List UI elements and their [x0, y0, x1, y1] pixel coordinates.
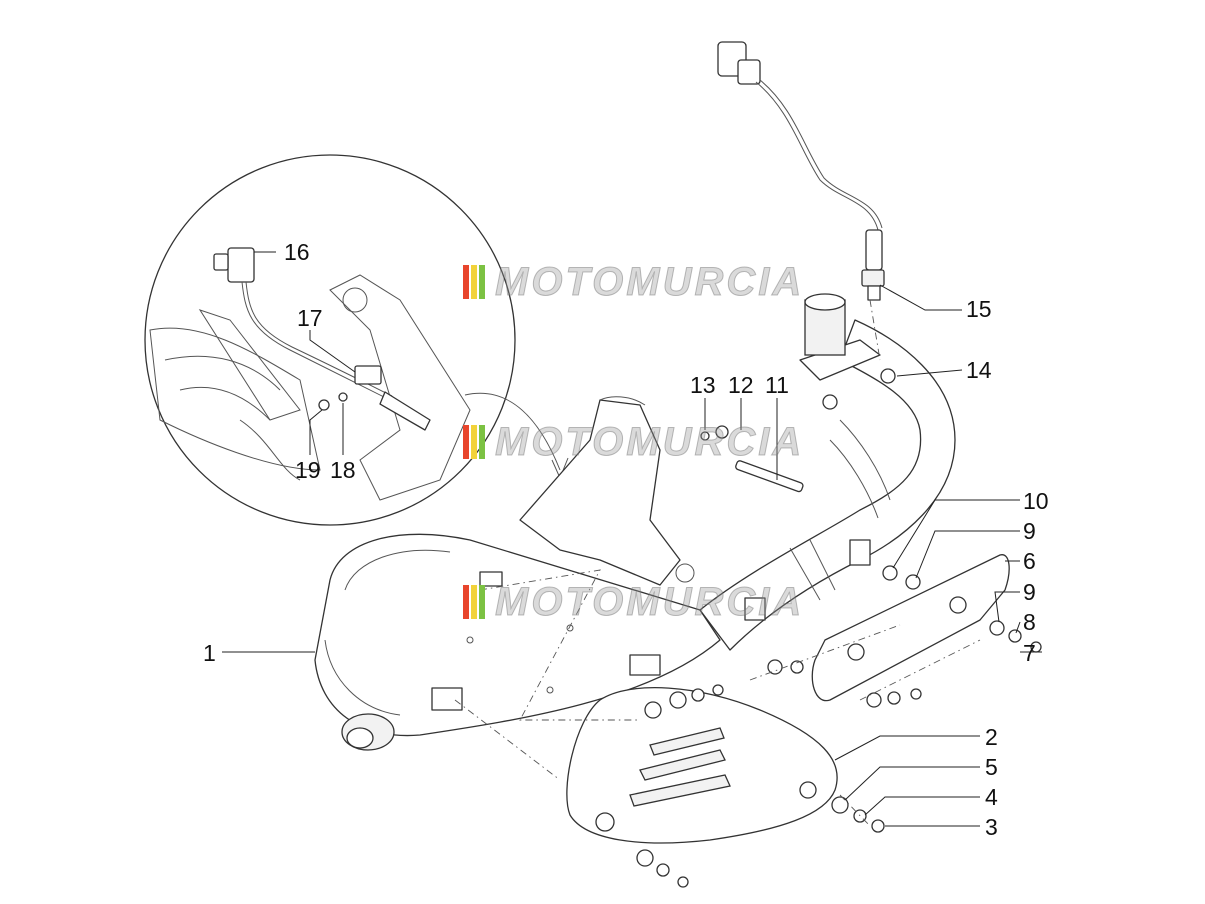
callout-7: 7: [1023, 640, 1036, 666]
leader-lines: [222, 251, 1042, 827]
callout-1: 1: [203, 640, 216, 666]
callout-15: 15: [966, 296, 992, 322]
watermark-flag: [463, 265, 487, 299]
nut-14: [880, 368, 896, 384]
callout-16: 16: [284, 239, 310, 265]
callout-9-top: 9: [1023, 518, 1036, 544]
washer-9-right: [989, 620, 1005, 636]
callout-8: 8: [1023, 609, 1036, 635]
callout-9-bottom: 9: [1023, 579, 1036, 605]
exhaust-pipe: [699, 293, 956, 651]
inset-clamp: [354, 365, 382, 385]
screw-3: [871, 819, 885, 833]
inset-pointer: [464, 392, 561, 471]
oxygen-sensor: [717, 41, 885, 301]
watermark-middle: MOTOMURCIA: [494, 420, 805, 464]
hardware: [636, 368, 1042, 888]
heat-shield: [566, 687, 838, 844]
inset-oxygen-sensor: [379, 391, 431, 431]
callout-18: 18: [330, 457, 356, 483]
washer-12: [715, 425, 729, 439]
callout-11: 11: [765, 372, 789, 398]
callout-5: 5: [985, 754, 998, 780]
callout-4: 4: [985, 784, 998, 810]
bolt-11: [735, 460, 804, 493]
detail-inset: [144, 154, 516, 526]
watermark-flag: [463, 585, 487, 619]
callout-13: 13: [690, 372, 716, 398]
callout-14: 14: [966, 357, 992, 383]
callout-12: 12: [728, 372, 754, 398]
callout-3: 3: [985, 814, 998, 840]
washer-10: [882, 565, 898, 581]
callout-19: 19: [295, 457, 321, 483]
watermark-top: MOTOMURCIA: [494, 260, 805, 304]
inset-sensor-connector: [227, 247, 255, 283]
watermark-flag: [463, 425, 487, 459]
watermark-bottom: MOTOMURCIA: [494, 580, 805, 624]
callout-2: 2: [985, 724, 998, 750]
grommet-5: [831, 796, 849, 814]
inset-screw: [318, 399, 330, 411]
washer-9-top: [905, 574, 921, 590]
shield-plate: [811, 554, 1010, 702]
washer-8: [1008, 629, 1022, 643]
callout-17: 17: [297, 305, 323, 331]
muffler: [314, 396, 721, 751]
washer-13: [700, 431, 710, 441]
callout-6: 6: [1023, 548, 1036, 574]
inset-washer: [338, 392, 348, 402]
callout-10: 10: [1023, 488, 1049, 514]
assembly-lines: [454, 299, 981, 827]
